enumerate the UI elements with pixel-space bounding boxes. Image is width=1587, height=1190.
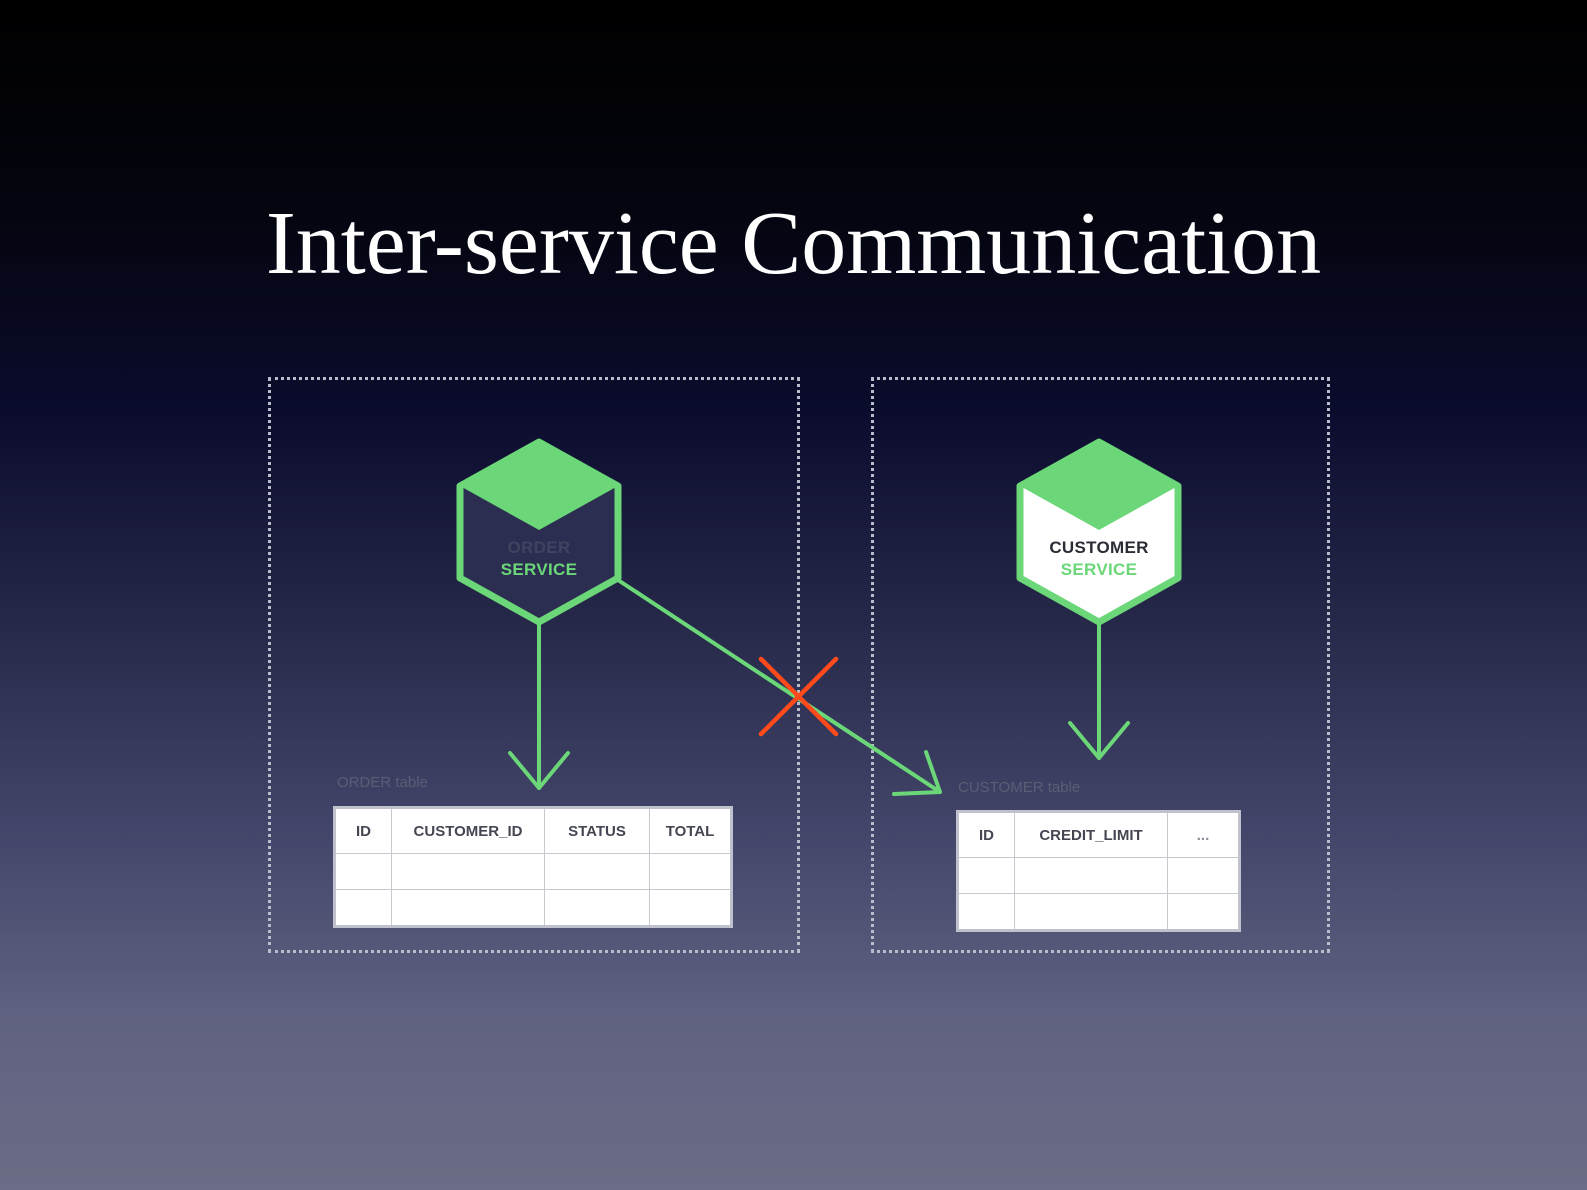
customer-service-label-line2: SERVICE [1060, 560, 1138, 579]
order-service-hexagon-icon [456, 438, 622, 626]
customer-service-label-line1: CUSTOMER [1049, 538, 1149, 557]
column-header-credit-limit: CREDIT_LIMIT [1014, 811, 1168, 858]
table-row [334, 889, 732, 927]
order-service-label-line2: SERVICE [500, 560, 578, 579]
customer-service-hexagon-icon [1016, 438, 1182, 626]
table-row [334, 853, 732, 890]
customer-table: ID CREDIT_LIMIT ... [956, 810, 1241, 932]
order-table-caption: ORDER table [337, 774, 428, 791]
customer-service-boundary [871, 377, 1330, 953]
table-row [957, 893, 1240, 931]
customer-to-customer-table-arrow [1068, 622, 1130, 760]
column-header-id: ID [957, 811, 1015, 858]
column-header-more: ... [1167, 811, 1240, 858]
table-row [957, 857, 1240, 894]
column-header-customer-id: CUSTOMER_ID [391, 807, 545, 854]
order-to-order-table-arrow [508, 622, 570, 790]
order-table: ID CUSTOMER_ID STATUS TOTAL [333, 806, 733, 928]
order-service-boundary [268, 377, 800, 953]
order-service-label-line1: ORDER [507, 538, 571, 557]
order-to-customer-table-arrow [616, 578, 942, 796]
table-header-row: ID CREDIT_LIMIT ... [957, 811, 1240, 858]
column-header-total: TOTAL [649, 807, 732, 854]
customer-table-caption: CUSTOMER table [958, 779, 1081, 796]
slide-title: Inter-service Communication [265, 194, 1322, 293]
column-header-id: ID [334, 807, 392, 854]
table-header-row: ID CUSTOMER_ID STATUS TOTAL [334, 807, 732, 854]
x-cross-icon [758, 656, 839, 737]
column-header-status: STATUS [544, 807, 650, 854]
